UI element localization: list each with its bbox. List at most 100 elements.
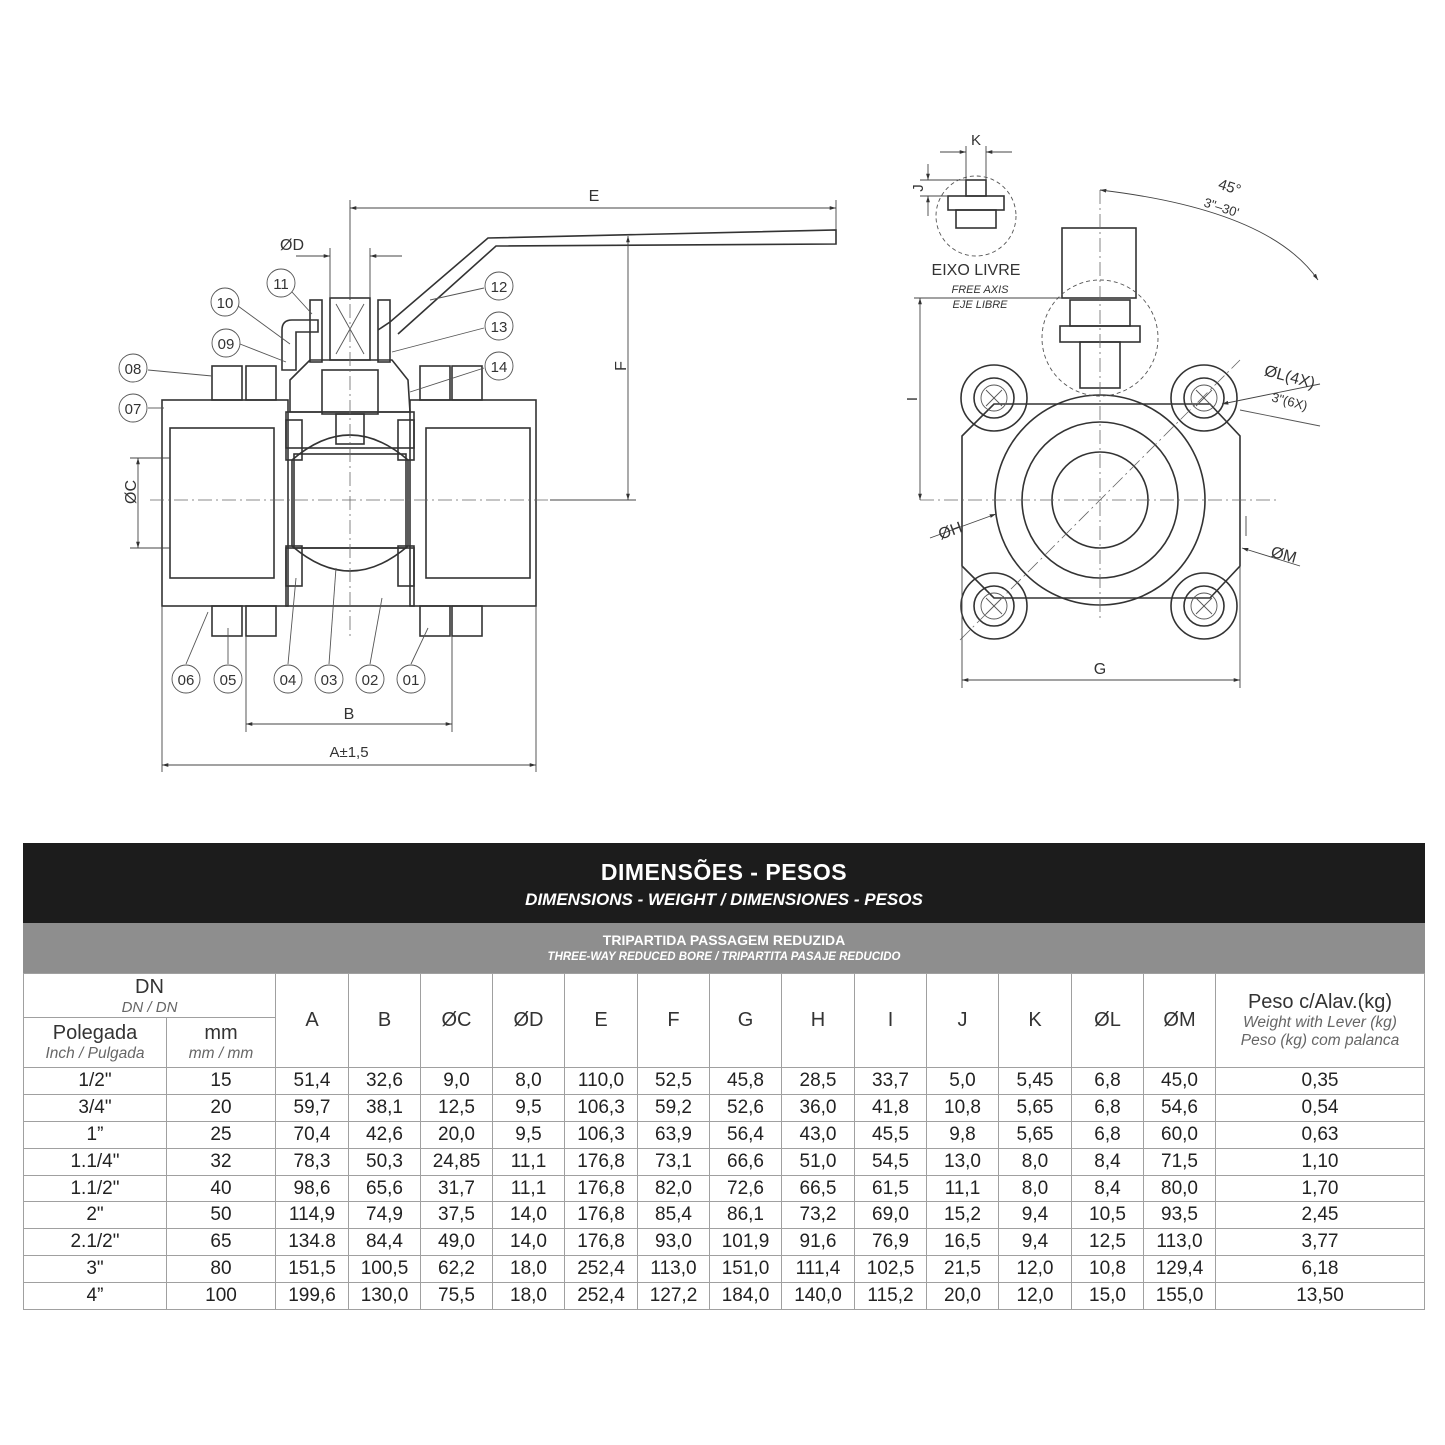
table-cell: 20,0 — [420, 1120, 493, 1149]
table-cell: 41,8 — [854, 1093, 927, 1122]
table-cell: 14,0 — [492, 1228, 565, 1257]
table-cell: 9,4 — [998, 1228, 1072, 1257]
table-cell: 127,2 — [637, 1282, 710, 1311]
svg-text:02: 02 — [362, 672, 379, 689]
table-cell: 65 — [166, 1228, 276, 1257]
callout-02: 02 — [355, 597, 385, 694]
table-cell: 93,5 — [1143, 1201, 1216, 1230]
table-cell: 6,8 — [1071, 1067, 1144, 1095]
table-cell: 100 — [166, 1282, 276, 1311]
table-subtitle: DIMENSIONS - WEIGHT / DIMENSIONES - PESO… — [525, 890, 923, 909]
callout-13: 13 — [391, 311, 514, 353]
table-cell: 43,0 — [781, 1120, 855, 1149]
table-cell: 52,6 — [709, 1093, 782, 1122]
table-cell: 33,7 — [854, 1067, 927, 1095]
table-cell: 12,5 — [420, 1093, 493, 1122]
dim-D-label: ØD — [280, 237, 304, 254]
table-cell: 0,54 — [1215, 1093, 1425, 1122]
mm-header: mm mm / mm — [166, 1017, 276, 1068]
col-header: F — [637, 973, 710, 1068]
svg-text:03: 03 — [321, 672, 338, 689]
table-cell: 24,85 — [420, 1147, 493, 1176]
table-cell: 155,0 — [1143, 1282, 1216, 1311]
svg-text:08: 08 — [125, 361, 142, 378]
table-cell: 42,6 — [348, 1120, 421, 1149]
table-cell: 9,8 — [926, 1120, 999, 1149]
col-header: ØD — [492, 973, 565, 1068]
table-cell: 62,2 — [420, 1255, 493, 1284]
table-cell: 45,5 — [854, 1120, 927, 1149]
table-cell: 73,2 — [781, 1201, 855, 1230]
table-cell: 8,4 — [1071, 1147, 1144, 1176]
table-cell: 80 — [166, 1255, 276, 1284]
table-cell: 5,0 — [926, 1067, 999, 1095]
callout-05: 05 — [213, 628, 243, 694]
callout-12: 12 — [429, 271, 514, 301]
table-cell: 37,5 — [420, 1201, 493, 1230]
col-header: B — [348, 973, 421, 1068]
table-cell: 1.1/2" — [23, 1174, 167, 1203]
col-header: A — [275, 973, 349, 1068]
table-cell: 176,8 — [564, 1174, 638, 1203]
dim-L-alt-label: 3"(6X) — [1270, 389, 1309, 413]
callout-06: 06 — [171, 611, 209, 694]
table-cell: 113,0 — [637, 1255, 710, 1284]
table-cell: 106,3 — [564, 1093, 638, 1122]
table-cell: 25 — [166, 1120, 276, 1149]
svg-text:10: 10 — [217, 295, 234, 312]
callout-10: 10 — [210, 287, 291, 345]
table-cell: 3" — [23, 1255, 167, 1284]
table-cell: 63,9 — [637, 1120, 710, 1149]
table-cell: 86,1 — [709, 1201, 782, 1230]
dim-B-label: B — [344, 706, 355, 723]
dim-E-label: E — [589, 188, 600, 205]
callout-11: 11 — [266, 268, 313, 315]
table-cell: 13,0 — [926, 1147, 999, 1176]
table-cell: 1,70 — [1215, 1174, 1425, 1203]
table-cell: 51,0 — [781, 1147, 855, 1176]
table-cell: 13,50 — [1215, 1282, 1425, 1311]
table-cell: 199,6 — [275, 1282, 349, 1311]
table-cell: 134.8 — [275, 1228, 349, 1257]
table-cell: 80,0 — [1143, 1174, 1216, 1203]
angle-alt-label: 3"–30' — [1202, 195, 1241, 220]
table-cell: 98,6 — [275, 1174, 349, 1203]
table-cell: 76,9 — [854, 1228, 927, 1257]
table-cell: 11,1 — [492, 1174, 565, 1203]
callout-04: 04 — [273, 577, 303, 694]
table-cell: 3/4" — [23, 1093, 167, 1122]
callout-03: 03 — [314, 567, 344, 694]
table-cell: 70,4 — [275, 1120, 349, 1149]
table-cell: 151,0 — [709, 1255, 782, 1284]
table-cell: 50,3 — [348, 1147, 421, 1176]
table-cell: 2.1/2" — [23, 1228, 167, 1257]
table-cell: 2,45 — [1215, 1201, 1425, 1230]
table-cell: 12,5 — [1071, 1228, 1144, 1257]
table-cell: 176,8 — [564, 1201, 638, 1230]
table-cell: 8,4 — [1071, 1174, 1144, 1203]
table-cell: 106,3 — [564, 1120, 638, 1149]
table-cell: 14,0 — [492, 1201, 565, 1230]
table-cell: 9,0 — [420, 1067, 493, 1095]
table-cell: 176,8 — [564, 1147, 638, 1176]
col-header: ØM — [1143, 973, 1216, 1068]
col-header: K — [998, 973, 1072, 1068]
table-cell: 12,0 — [998, 1255, 1072, 1284]
svg-text:11: 11 — [273, 276, 289, 293]
table-cell: 113,0 — [1143, 1228, 1216, 1257]
table-cell: 6,18 — [1215, 1255, 1425, 1284]
table-cell: 3,77 — [1215, 1228, 1425, 1257]
table-cell: 59,7 — [275, 1093, 349, 1122]
table-cell: 18,0 — [492, 1255, 565, 1284]
table-cell: 151,5 — [275, 1255, 349, 1284]
table-cell: 130,0 — [348, 1282, 421, 1311]
col-header: ØC — [420, 973, 493, 1068]
valve-technical-drawing: E ØD F ØC B A±1,5 01 02 03 04 05 06 07 0… — [118, 132, 1321, 772]
table-cell: 114,9 — [275, 1201, 349, 1230]
svg-text:04: 04 — [280, 672, 297, 689]
table-cell: 16,5 — [926, 1228, 999, 1257]
free-axis-en: FREE AXIS — [951, 284, 1009, 296]
table-cell: 75,5 — [420, 1282, 493, 1311]
dim-C-label: ØC — [123, 480, 140, 504]
